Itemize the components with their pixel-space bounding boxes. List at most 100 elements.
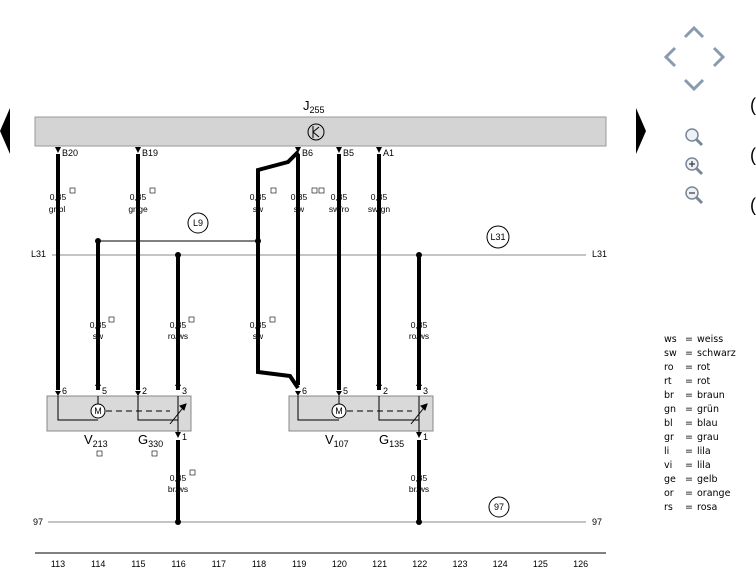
- edge-mark: (: [750, 95, 756, 115]
- component-label-g330: G330: [138, 432, 163, 449]
- svg-text:L31: L31: [490, 232, 505, 242]
- zoom-button[interactable]: [682, 125, 706, 149]
- svg-text:gr/ge: gr/ge: [128, 204, 148, 214]
- svg-text:br/ws: br/ws: [168, 484, 188, 494]
- legend-code: ws: [664, 334, 677, 345]
- component-label-g135: G135: [379, 432, 404, 449]
- svg-text:sw: sw: [294, 204, 305, 214]
- zoom-icon: [685, 128, 704, 147]
- legend-code: bl: [664, 418, 673, 429]
- legend-code: br: [664, 390, 674, 401]
- internal-wiring-right: [297, 396, 428, 432]
- legend-row: br=braun: [664, 389, 756, 403]
- svg-text:br/ws: br/ws: [409, 484, 429, 494]
- svg-text:0,35: 0,35: [170, 320, 187, 330]
- legend-equals: =: [685, 446, 693, 457]
- legend-equals: =: [685, 502, 693, 513]
- pin-a1: A1: [383, 148, 394, 158]
- legend-name: grau: [697, 432, 719, 443]
- legend-code: gr: [664, 432, 674, 443]
- chevron-down-icon: [683, 78, 705, 92]
- zoom-out-button[interactable]: [682, 183, 706, 207]
- bus-label-l31-left: L31: [31, 249, 46, 259]
- grid-number: 116: [171, 559, 185, 567]
- legend-row: gn=grün: [664, 403, 756, 417]
- legend-name: orange: [697, 488, 731, 499]
- legend-code: sw: [664, 348, 677, 359]
- pin-arrows: [55, 147, 382, 153]
- svg-text:0,35: 0,35: [371, 192, 388, 202]
- legend-code: rt: [664, 376, 672, 387]
- svg-text:0,35: 0,35: [250, 320, 267, 330]
- grid-number: 121: [372, 559, 387, 567]
- svg-text:sw: sw: [253, 204, 264, 214]
- legend-row: rs=rosa: [664, 501, 756, 515]
- bus-label-l31-right: L31: [592, 249, 607, 259]
- legend-equals: =: [685, 348, 693, 359]
- svg-text:gr/bl: gr/bl: [49, 204, 66, 214]
- svg-text:1: 1: [182, 432, 187, 442]
- svg-text:sw/gn: sw/gn: [368, 204, 390, 214]
- edge-mark: (: [750, 145, 756, 165]
- legend-row: ro=rot: [664, 361, 756, 375]
- component-label-v213: V213: [84, 432, 108, 449]
- nav-left-button[interactable]: [658, 45, 682, 69]
- junction-dots: [95, 238, 422, 525]
- legend-row: ge=gelb: [664, 473, 756, 487]
- legend-name: lila: [697, 446, 711, 457]
- component-pin-arrows: [55, 380, 422, 438]
- grid-number: 122: [412, 559, 427, 567]
- svg-text:3: 3: [423, 386, 428, 396]
- legend-equals: =: [685, 418, 693, 429]
- grid-number: 123: [452, 559, 467, 567]
- svg-text:97: 97: [494, 502, 504, 512]
- legend-equals: =: [685, 460, 693, 471]
- svg-text:2: 2: [383, 386, 388, 396]
- svg-text:0,35: 0,35: [291, 192, 308, 202]
- pin-b20: B20: [62, 148, 78, 158]
- svg-text:M: M: [94, 406, 102, 416]
- bus-label-97-right: 97: [592, 517, 602, 527]
- legend-row: li = lila: [664, 445, 756, 459]
- grid-number: 119: [292, 559, 306, 567]
- zoom-out-icon: [685, 186, 704, 205]
- svg-text:6: 6: [302, 386, 307, 396]
- grid-number: 117: [212, 559, 226, 567]
- svg-text:0,35: 0,35: [130, 192, 147, 202]
- motor-icon: M: [90, 403, 106, 419]
- pin-b6: B6: [302, 148, 313, 158]
- chevron-up-icon: [683, 25, 705, 39]
- svg-text:sw: sw: [93, 331, 104, 341]
- svg-text:L9: L9: [193, 218, 203, 228]
- svg-text:2: 2: [142, 386, 147, 396]
- svg-text:sw: sw: [253, 331, 264, 341]
- zoom-in-button[interactable]: [682, 154, 706, 178]
- pin-b19: B19: [142, 148, 158, 158]
- legend-name: weiss: [697, 334, 724, 345]
- svg-text:5: 5: [343, 386, 348, 396]
- nav-down-button[interactable]: [682, 73, 706, 97]
- component-box-v107-g135: [288, 395, 434, 432]
- svg-text:sw/ro: sw/ro: [329, 204, 350, 214]
- legend-row: sw=schwarz: [664, 347, 756, 361]
- reference-squares: [69, 187, 325, 476]
- prev-page-button[interactable]: [0, 108, 10, 159]
- svg-text:ro/ws: ro/ws: [168, 331, 188, 341]
- grid-number: 124: [493, 559, 508, 567]
- legend-equals: =: [685, 390, 693, 401]
- svg-text:0,35: 0,35: [411, 473, 428, 483]
- nav-right-button[interactable]: [707, 45, 731, 69]
- wire-color-labels: gr/bl gr/ge sw sw sw/ro sw/gn sw ro/ws s…: [49, 204, 429, 494]
- nav-up-button[interactable]: [682, 20, 706, 44]
- legend-code: li: [664, 446, 670, 457]
- legend-equals: =: [685, 404, 693, 415]
- svg-text:ro/ws: ro/ws: [409, 331, 429, 341]
- zoom-in-icon: [685, 157, 704, 176]
- legend-code: ge: [664, 474, 676, 485]
- svg-text:0,35: 0,35: [50, 192, 67, 202]
- legend-code: vi: [664, 460, 673, 471]
- next-page-button[interactable]: [636, 108, 646, 159]
- motor-icon: M: [331, 403, 347, 419]
